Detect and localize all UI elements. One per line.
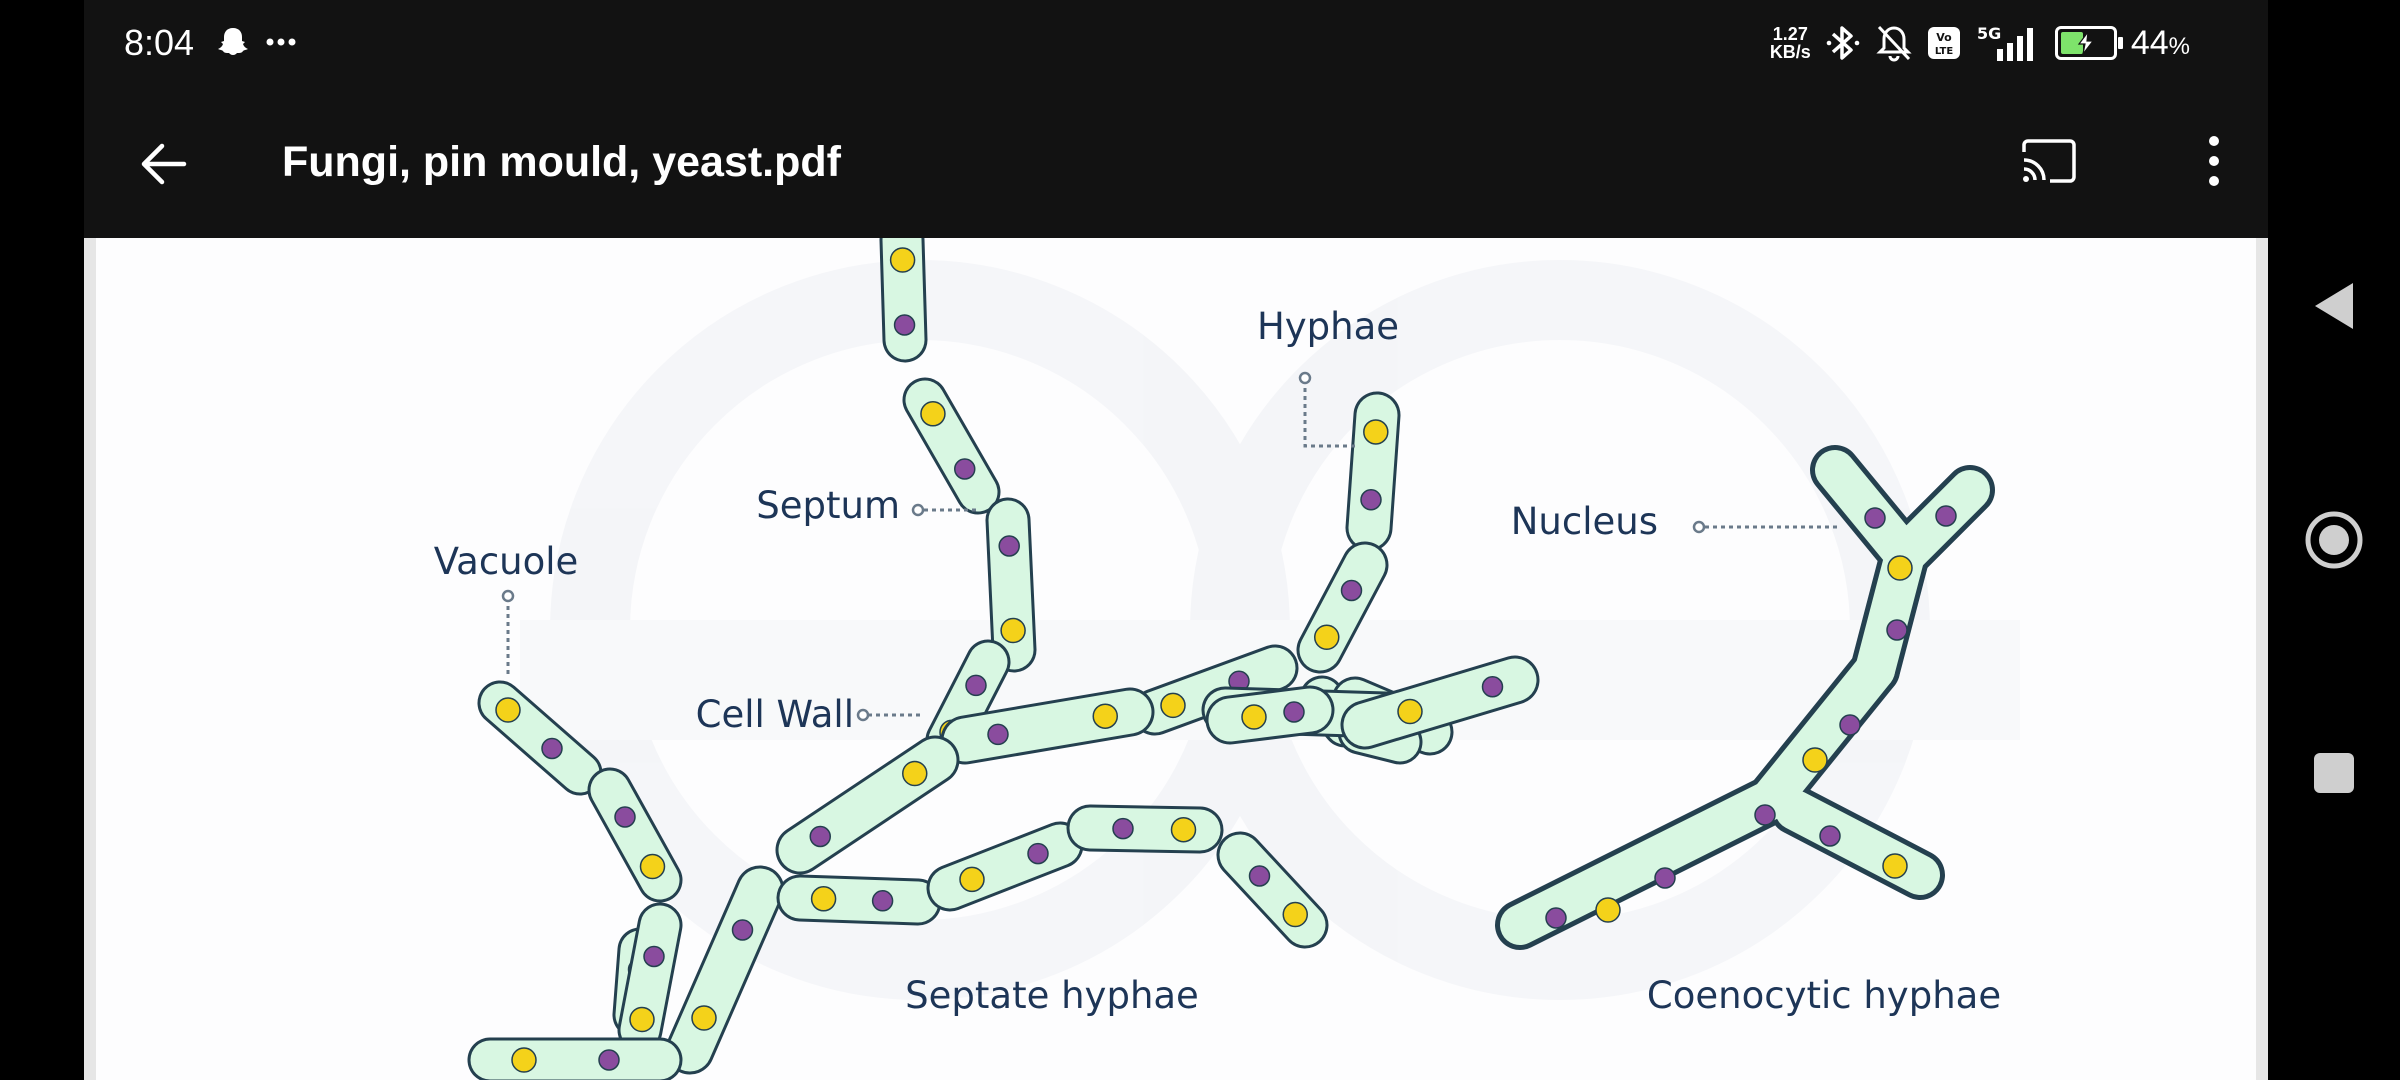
coenocytic-hypha bbox=[1495, 445, 1995, 950]
nucleus bbox=[1112, 817, 1134, 840]
more-options-button[interactable] bbox=[2184, 126, 2244, 196]
vacuole bbox=[1241, 704, 1267, 730]
vacuole bbox=[959, 866, 985, 893]
nucleus bbox=[598, 1049, 620, 1071]
vacuole bbox=[1160, 692, 1186, 719]
label-septum: Septum bbox=[756, 484, 900, 527]
nucleus bbox=[1839, 714, 1861, 736]
status-right-icons: 1.27 KB/s Vo LTE 5G bbox=[1770, 20, 2190, 66]
navigation-bar bbox=[2268, 0, 2400, 1080]
status-left-icons bbox=[216, 22, 298, 62]
svg-text:5G: 5G bbox=[1977, 24, 2001, 43]
status-bar: 8:04 1.27 KB/s Vo LTE 5G bbox=[84, 0, 2268, 84]
svg-text:LTE: LTE bbox=[1935, 46, 1954, 57]
nav-recents-button[interactable] bbox=[2294, 733, 2374, 813]
fungi-hyphae-diagram: Hyphae Septum Vacuole Cell Wall Nucleus … bbox=[434, 238, 2020, 1080]
bluetooth-icon bbox=[1826, 26, 1860, 60]
vacuole bbox=[639, 853, 666, 880]
vacuole bbox=[1887, 555, 1913, 581]
vacuole bbox=[495, 697, 521, 723]
nucleus bbox=[614, 806, 636, 828]
vacuole bbox=[902, 760, 928, 787]
label-vacuole: Vacuole bbox=[434, 540, 579, 583]
nucleus bbox=[1654, 867, 1676, 889]
more-vert-icon bbox=[2209, 136, 2219, 186]
nucleus bbox=[987, 723, 1009, 746]
label-coenocytic-hyphae: Coenocytic hyphae bbox=[1647, 974, 2001, 1017]
label-nucleus: Nucleus bbox=[1511, 500, 1658, 543]
pdf-viewer[interactable]: Hyphae Septum Vacuole Cell Wall Nucleus … bbox=[84, 238, 2268, 1080]
vacuole bbox=[1363, 419, 1389, 445]
svg-text:Vo: Vo bbox=[1936, 31, 1952, 44]
vacuole bbox=[1397, 698, 1423, 725]
status-time: 8:04 bbox=[124, 22, 195, 63]
vacuole bbox=[1092, 703, 1118, 729]
hyphae-cells bbox=[467, 238, 1995, 1080]
label-cell-wall: Cell Wall bbox=[696, 693, 854, 736]
vacuole bbox=[511, 1047, 537, 1073]
vacuole bbox=[1882, 853, 1908, 879]
recents-square-icon bbox=[2314, 753, 2354, 793]
more-notifications-icon bbox=[266, 38, 296, 46]
nucleus bbox=[1283, 701, 1305, 723]
leader-lines bbox=[506, 380, 1838, 717]
back-triangle-icon bbox=[2315, 283, 2353, 329]
snapchat-icon bbox=[218, 28, 248, 55]
leader-dots bbox=[501, 371, 1706, 722]
nucleus bbox=[809, 825, 831, 848]
vacuole bbox=[1595, 897, 1621, 923]
vacuole bbox=[1170, 816, 1197, 843]
vacuole bbox=[889, 247, 916, 273]
nucleus bbox=[1027, 842, 1049, 865]
nucleus bbox=[1360, 489, 1382, 511]
vacuole bbox=[1314, 624, 1340, 650]
nucleus bbox=[731, 919, 754, 941]
home-circle-icon bbox=[2305, 511, 2363, 569]
nucleus bbox=[1819, 825, 1841, 847]
pdf-page[interactable]: Hyphae Septum Vacuole Cell Wall Nucleus … bbox=[96, 238, 2256, 1080]
nucleus bbox=[954, 458, 976, 480]
nav-back-button[interactable] bbox=[2294, 266, 2374, 346]
battery-charging-icon bbox=[2054, 26, 2123, 60]
app-bar: Fungi, pin mould, yeast.pdf bbox=[84, 84, 2268, 238]
cast-icon bbox=[2022, 139, 2076, 183]
nucleus bbox=[1864, 507, 1886, 529]
nucleus bbox=[1935, 505, 1957, 527]
vacuole bbox=[691, 1005, 717, 1031]
nucleus bbox=[1340, 579, 1363, 602]
cast-button[interactable] bbox=[2014, 126, 2084, 196]
nucleus bbox=[998, 535, 1020, 557]
nucleus bbox=[1886, 619, 1908, 641]
label-hyphae: Hyphae bbox=[1257, 305, 1399, 348]
vacuole bbox=[629, 1006, 655, 1033]
nucleus bbox=[1545, 907, 1567, 929]
nucleus bbox=[643, 945, 665, 968]
nucleus bbox=[541, 737, 563, 760]
nav-home-button[interactable] bbox=[2294, 500, 2374, 580]
document-title: Fungi, pin mould, yeast.pdf bbox=[282, 138, 841, 186]
volte-icon: Vo LTE bbox=[1927, 27, 1960, 59]
nucleus bbox=[1754, 804, 1776, 826]
vacuole bbox=[920, 401, 946, 427]
vacuole bbox=[1000, 617, 1026, 644]
vacuole bbox=[810, 886, 837, 912]
net-speed: 1.27 KB/s bbox=[1769, 24, 1811, 62]
bell-off-icon bbox=[1876, 25, 1912, 62]
vacuole bbox=[1282, 901, 1308, 928]
nucleus bbox=[893, 314, 916, 336]
back-button[interactable] bbox=[124, 124, 204, 204]
label-septate-hyphae: Septate hyphae bbox=[905, 974, 1199, 1017]
nucleus bbox=[1481, 676, 1504, 698]
nucleus bbox=[965, 674, 987, 697]
battery-percent: 44% bbox=[2130, 23, 2190, 62]
vacuole bbox=[1802, 747, 1828, 773]
back-arrow-icon bbox=[141, 143, 187, 185]
nucleus bbox=[1248, 865, 1271, 887]
5g-signal-icon: 5G bbox=[1977, 24, 2033, 61]
nucleus bbox=[871, 890, 894, 912]
